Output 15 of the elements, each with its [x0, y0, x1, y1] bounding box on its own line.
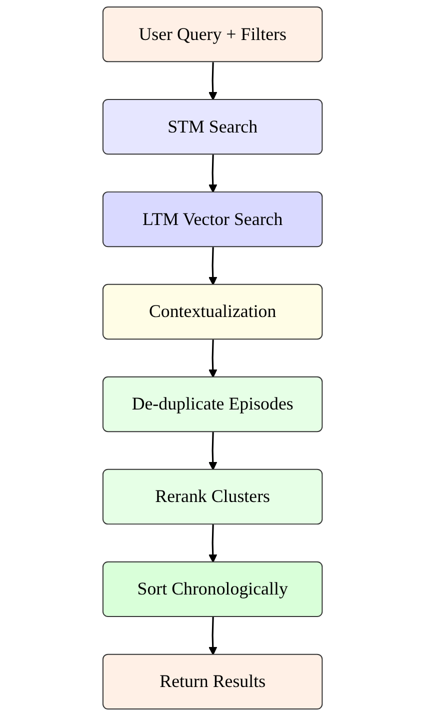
node-box: LTM Vector Search [102, 191, 324, 248]
node-box: Return Results [102, 654, 324, 710]
arrow [208, 154, 218, 193]
arrow [208, 524, 218, 563]
arrow [208, 432, 218, 470]
node-box: User Query + Filters [102, 6, 324, 62]
node-box: De-duplicate Episodes [102, 376, 324, 432]
arrow [208, 62, 218, 100]
node-box: Rerank Clusters [102, 468, 324, 525]
node-box: Sort Chronologically [102, 561, 324, 618]
node-box: STM Search [102, 98, 324, 155]
node-box: Contextualization [102, 284, 324, 340]
arrow [208, 617, 218, 656]
arrow [208, 340, 218, 378]
arrow [208, 247, 218, 286]
